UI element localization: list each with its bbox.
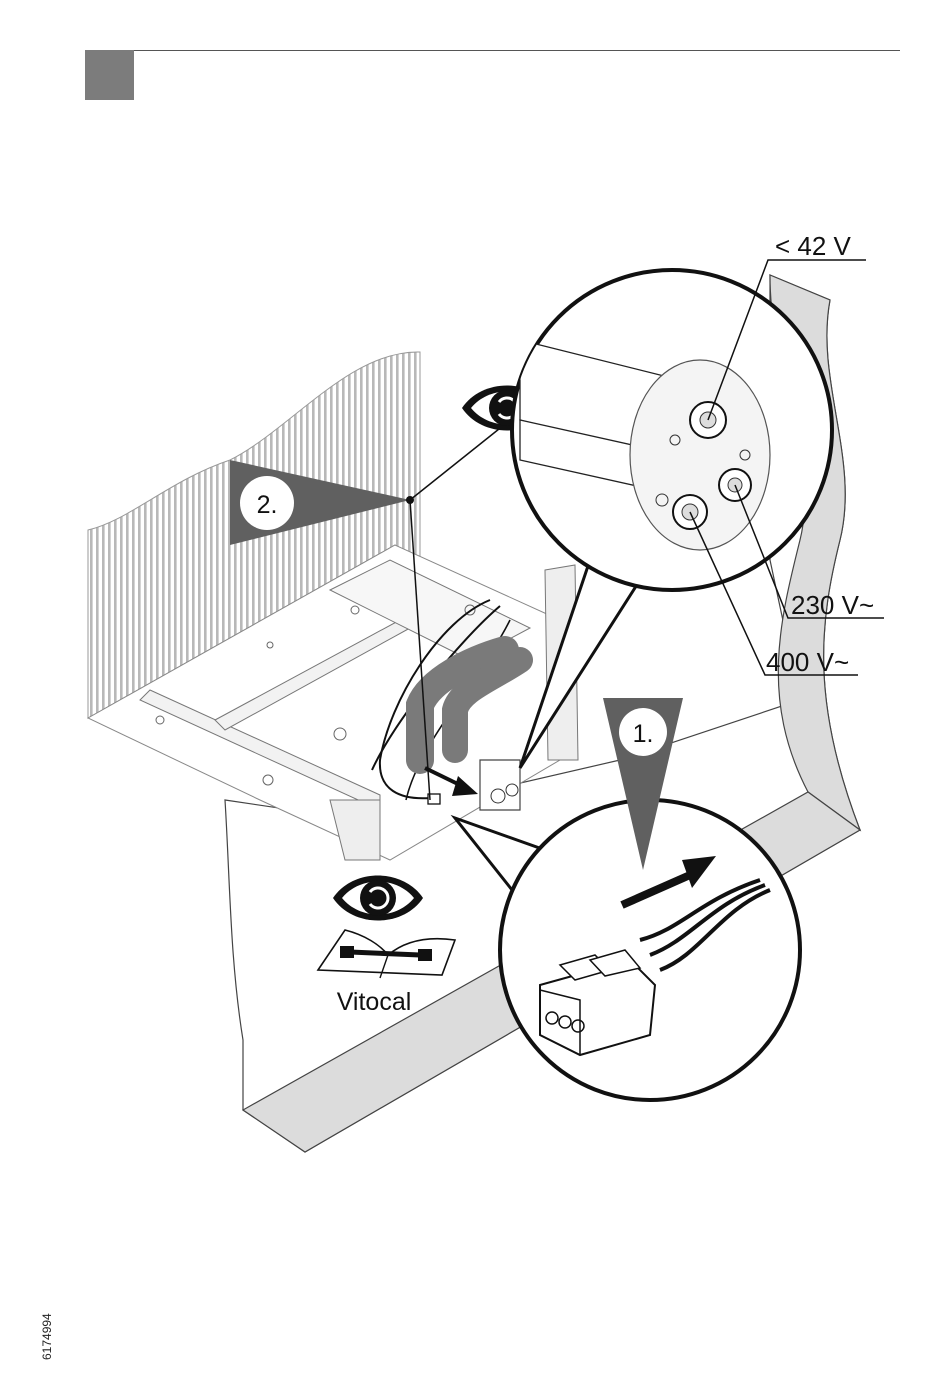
document-number: 6174994 bbox=[40, 1300, 56, 1360]
step-1-label: 1. bbox=[633, 720, 654, 748]
step-2-label: 2. bbox=[257, 491, 278, 519]
label-230v: 230 V~ bbox=[791, 590, 874, 620]
label-low-voltage: < 42 V bbox=[775, 231, 852, 261]
label-400v: 400 V~ bbox=[766, 647, 849, 677]
detail-lens-plug-connector bbox=[455, 800, 800, 1100]
manual-reference-label: Vitocal bbox=[337, 988, 412, 1016]
